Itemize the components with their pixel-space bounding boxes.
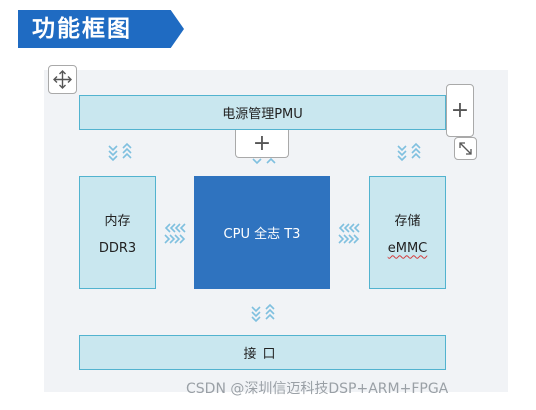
pmu-storage-arrow-icon: [397, 142, 421, 162]
storage-block[interactable]: 存储 eMMC: [369, 176, 446, 289]
cpu-label: CPU 全志 T3: [223, 227, 301, 242]
cpu-block[interactable]: CPU 全志 T3: [194, 176, 330, 289]
watermark: CSDN @深圳信迈科技DSP+ARM+FPGA: [186, 381, 449, 397]
plus-icon: +: [450, 98, 470, 123]
pmu-memory-arrow-icon: [108, 142, 132, 162]
storage-label: 存储: [394, 213, 421, 229]
pmu-block[interactable]: 电源管理PMU: [79, 95, 446, 130]
plus-icon: +: [252, 131, 272, 156]
interface-label: 接口: [243, 347, 282, 362]
memory-block[interactable]: 内存 DDR3: [79, 176, 156, 289]
cpu-interface-arrow-icon: [251, 303, 275, 323]
add-row-button[interactable]: +: [235, 130, 289, 158]
resize-icon: [459, 142, 472, 155]
interface-block[interactable]: 接口: [79, 335, 446, 370]
pmu-cpu-arrow-icon: [252, 157, 276, 165]
section-title: 功能框图: [32, 16, 132, 42]
move-handle[interactable]: [48, 65, 77, 94]
section-banner: [18, 10, 184, 48]
cpu-storage-arrow-icon: [338, 223, 360, 244]
move-icon: [53, 70, 72, 89]
memory-cpu-arrow-icon: [164, 223, 186, 244]
memory-label: 内存: [104, 213, 131, 229]
storage-type-label: eMMC: [387, 240, 428, 256]
pmu-label: 电源管理PMU: [222, 107, 303, 122]
add-column-button[interactable]: +: [446, 84, 474, 137]
resize-handle[interactable]: [454, 137, 477, 160]
memory-type-label: DDR3: [98, 240, 137, 256]
